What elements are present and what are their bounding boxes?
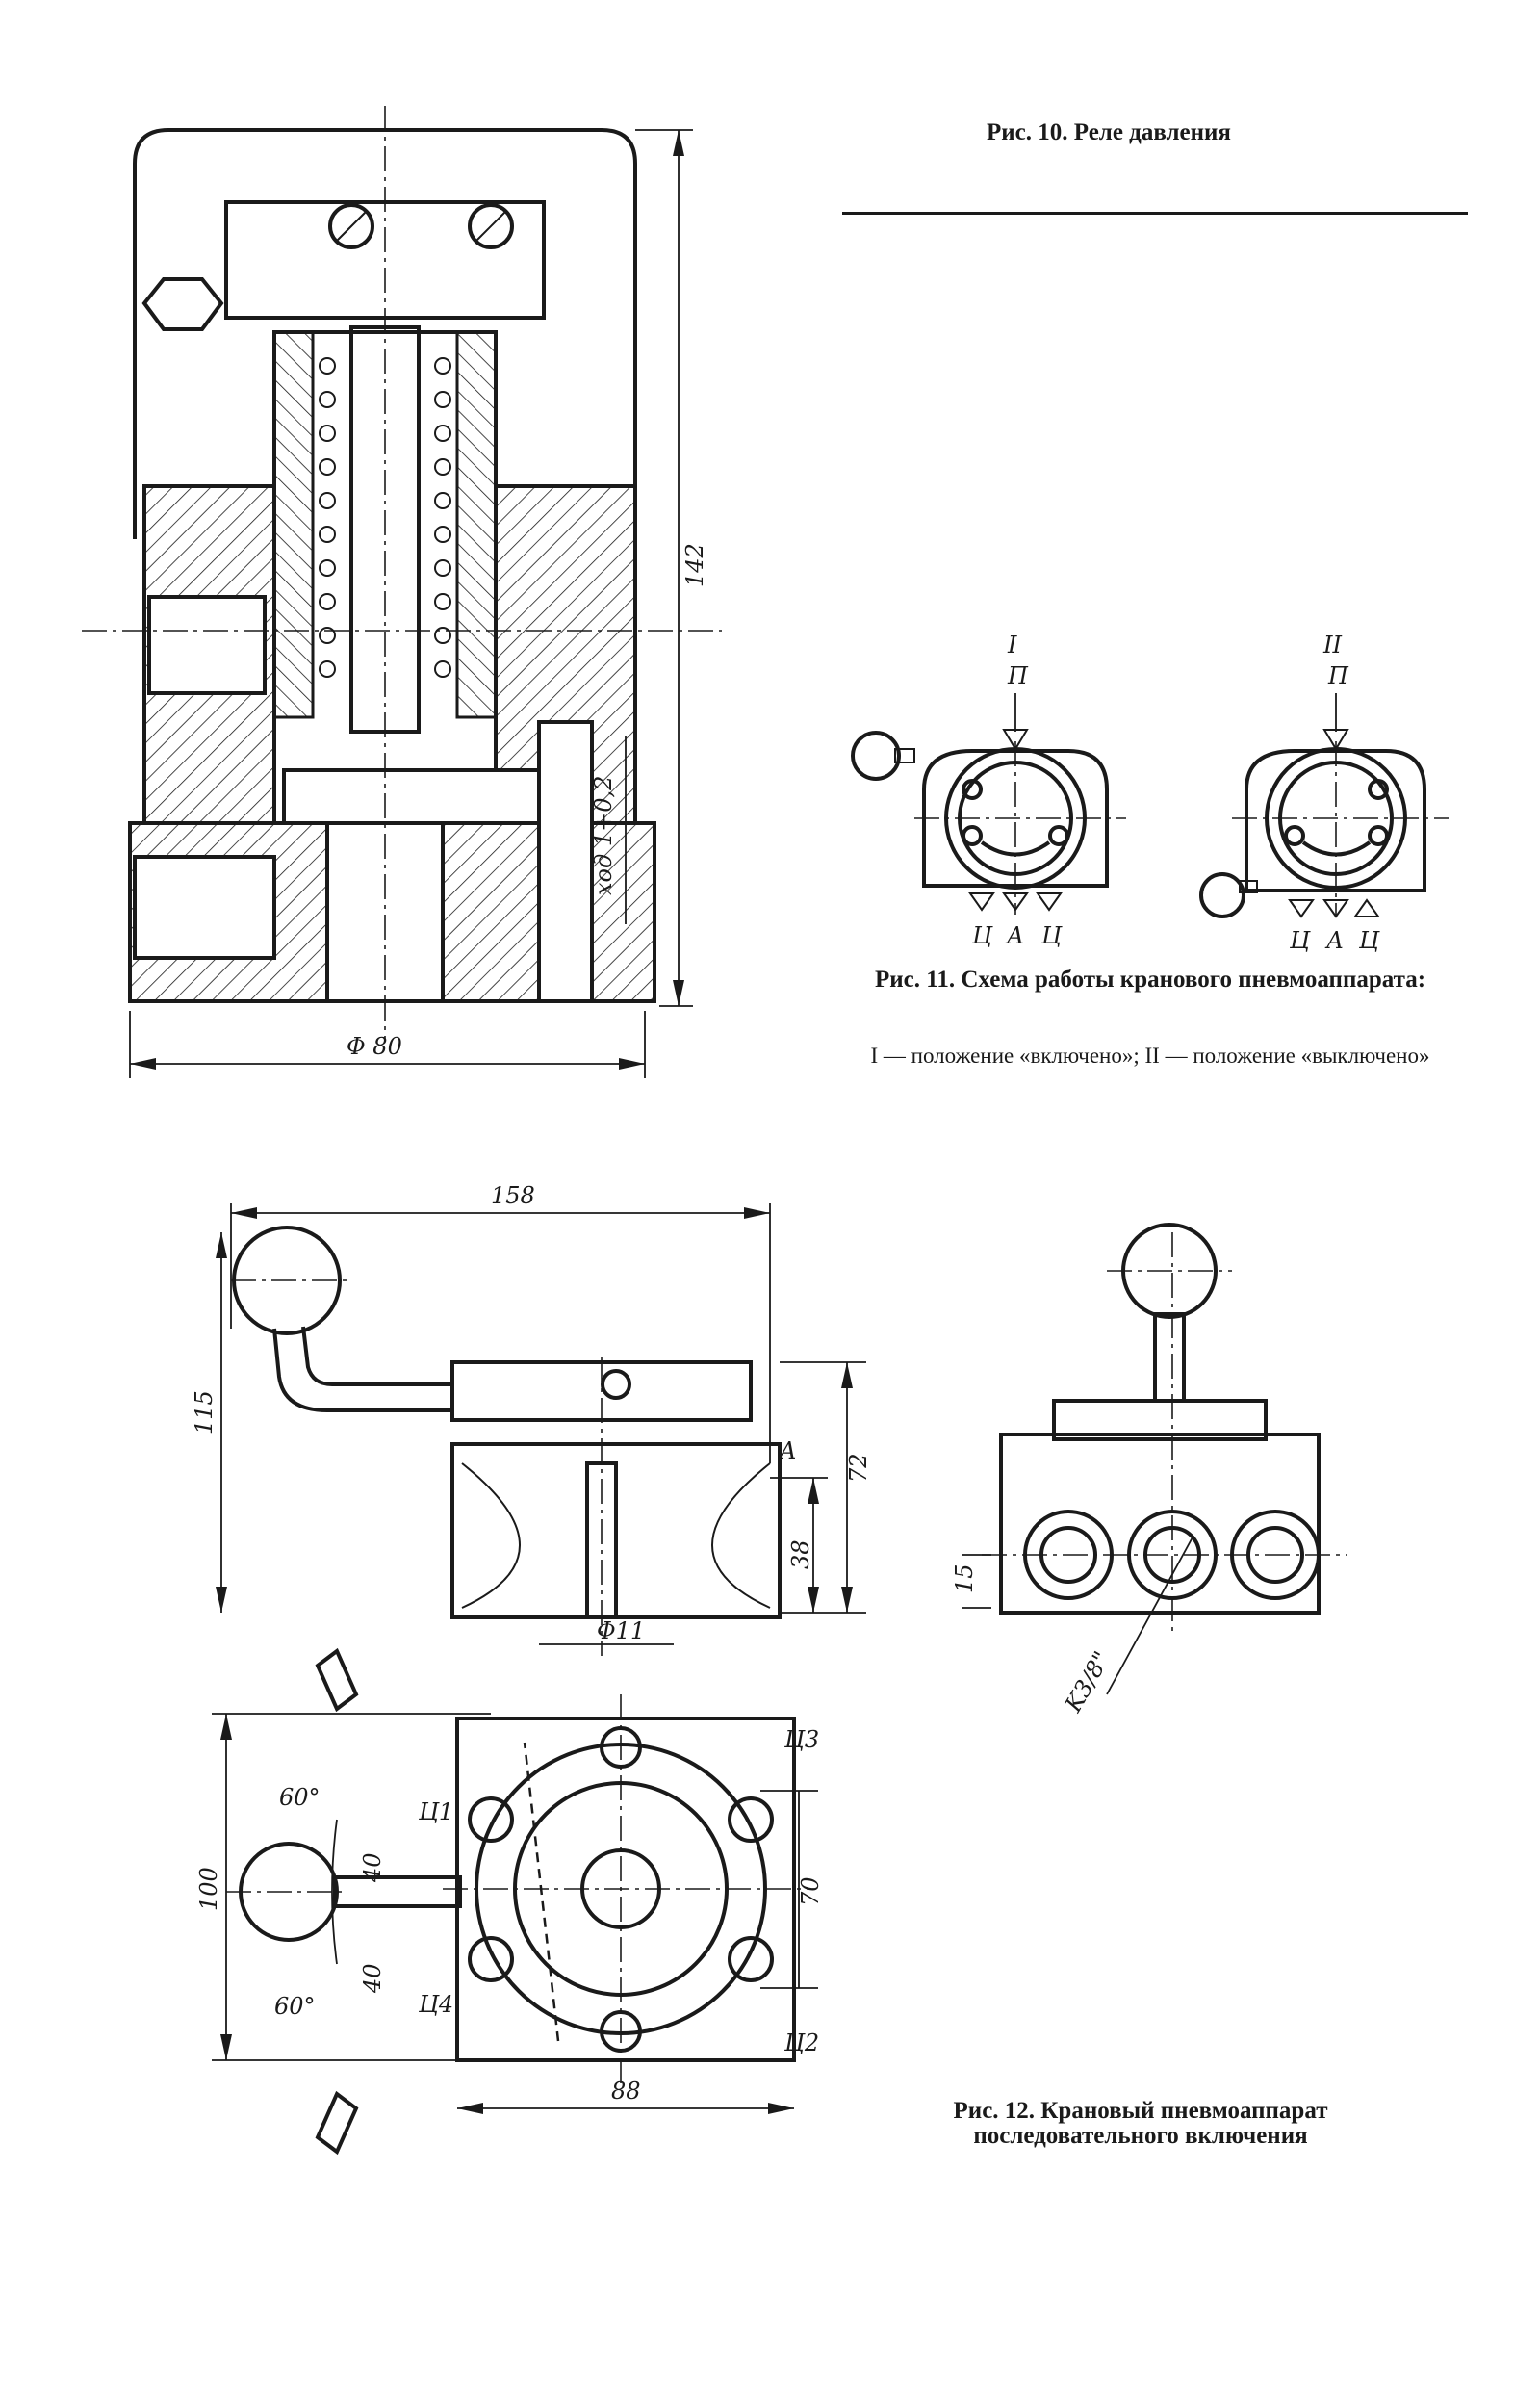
port-c4-label: Ц4	[418, 1991, 453, 2018]
port-c-label-1b: Ц	[1040, 922, 1063, 949]
port-a-label-2: А	[1324, 927, 1344, 954]
roman-one-label: I	[1007, 632, 1017, 659]
dim-plan-width-88: 88	[611, 2078, 641, 2105]
port-a-label-1: А	[1005, 922, 1024, 949]
port-c3-label: Ц3	[783, 1726, 819, 1753]
dim-height-115: 115	[191, 1390, 218, 1434]
fig12-caption: Рис. 12. Крановый пневмоаппарат последов…	[953, 2098, 1328, 2149]
dim-40a: 40	[359, 1852, 386, 1883]
state-two: II П Ц А Ц	[1199, 632, 1449, 954]
dim-diameter-80: Φ 80	[346, 1033, 402, 1060]
dim-height-38: 38	[787, 1539, 814, 1569]
dim-bore-11: Φ11	[597, 1617, 645, 1644]
port-c-label-2b: Ц	[1358, 927, 1380, 954]
dim-height-15: 15	[951, 1563, 978, 1593]
dim-70: 70	[797, 1876, 824, 1906]
state-one: I П Ц А Ц	[851, 632, 1126, 949]
valve-front-view: K3/8" 15	[951, 1223, 1348, 1718]
fig10-caption: Рис. 10. Реле давления	[987, 119, 1231, 145]
spring	[319, 357, 451, 678]
pressure-relay-drawing: 142 ход 1+0,2 Φ 80	[82, 106, 722, 1078]
port-c2-label: Ц2	[783, 2029, 819, 2056]
valve-side-view: 158 115 72 38 A Φ11	[191, 1182, 872, 1656]
dim-40b: 40	[359, 1963, 386, 1994]
valve-plan-view: 100 60° 60° 40 40 70 88 Ц3 Ц1 Ц4 Ц2	[195, 1647, 824, 2156]
dim-width-158: 158	[491, 1182, 535, 1209]
dim-thread: K3/8"	[1059, 1646, 1116, 1717]
mark-a: A	[778, 1437, 796, 1464]
dim-angle-60b: 60°	[274, 1993, 316, 2020]
fig11-legend: I — положение «включено»; II — положение…	[870, 1044, 1430, 1068]
caption-rule	[842, 212, 1468, 215]
dim-stroke: ход 1+0,2	[590, 776, 617, 895]
dim-height-142: 142	[681, 543, 708, 587]
roman-two-label: II	[1322, 632, 1342, 659]
port-p-label-two: П	[1327, 662, 1349, 689]
dim-angle-60a: 60°	[279, 1784, 321, 1811]
port-c-label-2a: Ц	[1289, 927, 1311, 954]
dim-plan-height-100: 100	[195, 1867, 222, 1911]
dim-height-72: 72	[845, 1453, 872, 1483]
fig11-caption: Рис. 11. Схема работы кранового пневмоап…	[874, 967, 1426, 993]
port-c1-label: Ц1	[418, 1798, 453, 1825]
port-c-label-1a: Ц	[971, 922, 993, 949]
port-p-label-one: П	[1007, 662, 1029, 689]
valve-scheme-drawing: I П Ц А Ц II П	[851, 632, 1449, 954]
